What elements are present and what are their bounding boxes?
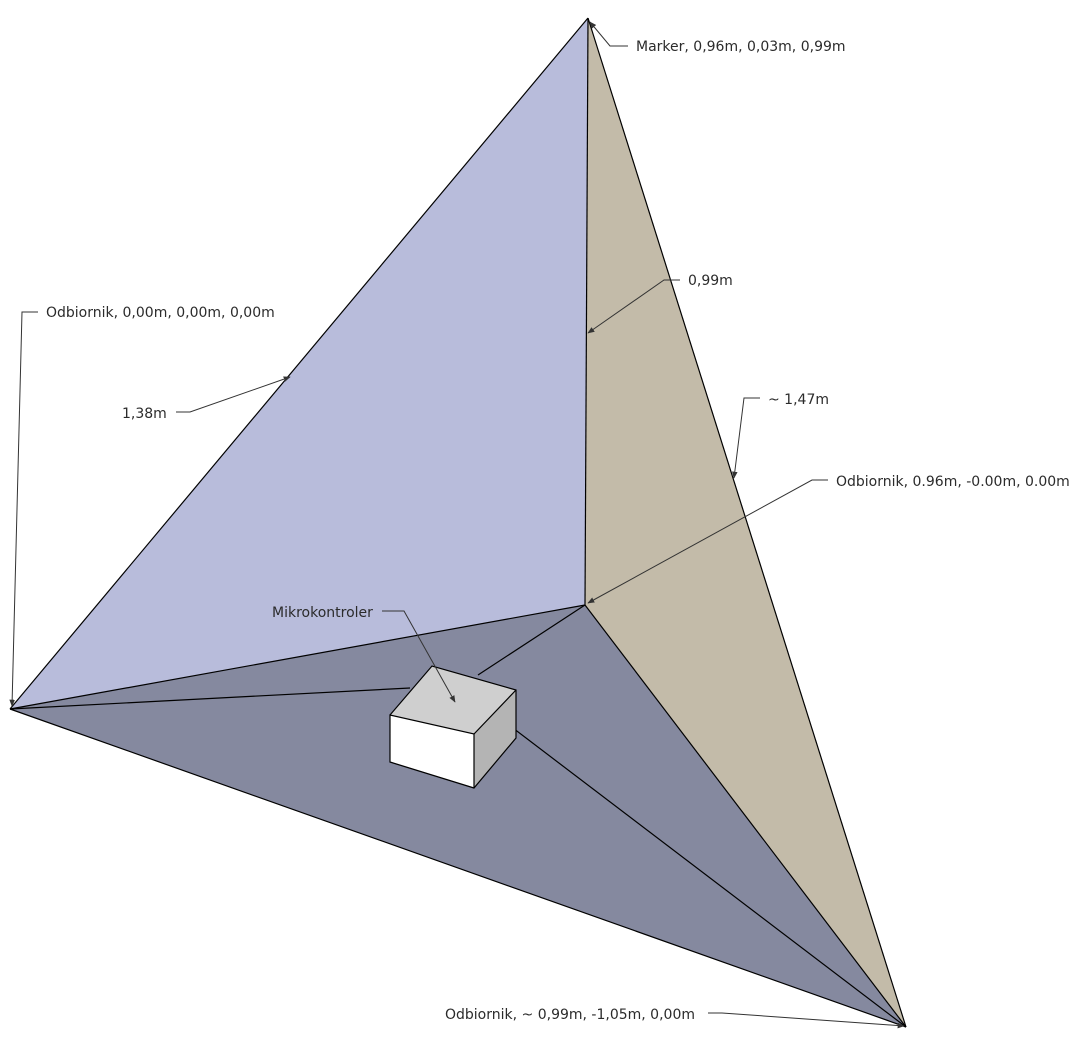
- label-dim-left-edge: 1,38m: [122, 406, 167, 422]
- leader-receiver-bottom: [708, 1012, 905, 1029]
- edge-top-bottom: [587, 17, 907, 1028]
- label-marker: Marker, 0,96m, 0,03m, 0,99m: [636, 39, 846, 55]
- wire-bottom-to-box: [504, 721, 907, 1028]
- leader-microcontroller: [382, 610, 456, 703]
- box-side-face: [474, 690, 516, 788]
- leader-dim-vertical: [587, 279, 680, 334]
- edge-left-center: [9, 604, 586, 710]
- wire-left-to-box: [9, 687, 411, 710]
- edge-left-bottom: [9, 708, 907, 1028]
- edge-left-top: [9, 17, 589, 710]
- edge-center-bottom: [584, 604, 907, 1028]
- edge-vertical: [584, 17, 589, 606]
- box-front-face: [390, 715, 474, 788]
- label-receiver-left: Odbiornik, 0,00m, 0,00m, 0,00m: [46, 305, 275, 321]
- leader-marker: [589, 21, 628, 47]
- leader-receiver-left: [9, 311, 38, 707]
- wire-center-to-box: [477, 604, 586, 676]
- leader-receiver-right: [587, 479, 828, 604]
- leader-dim-left: [176, 376, 291, 413]
- leader-dim-right: [732, 397, 760, 479]
- label-receiver-right: Odbiornik, 0.96m, -0.00m, 0.00m: [836, 474, 1070, 490]
- label-receiver-bottom: Odbiornik, ~ 0,99m, -1,05m, 0,00m: [445, 1007, 695, 1023]
- face-bottom: [10, 605, 906, 1027]
- label-dim-vertical: 0,99m: [688, 273, 733, 289]
- label-microcontroller: Mikrokontroler: [272, 605, 373, 621]
- label-dim-right-edge: ~ 1,47m: [768, 392, 829, 408]
- face-right: [585, 18, 906, 1027]
